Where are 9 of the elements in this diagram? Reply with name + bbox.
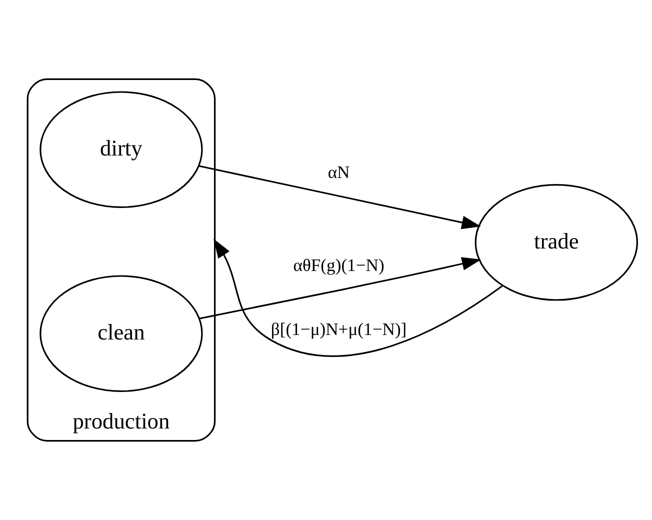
node-ellipse: trade [474, 184, 638, 301]
arrow [213, 238, 503, 357]
edge-label: β[(1−μ)N+μ(1−N)] [270, 318, 407, 339]
edge-label: αN [328, 162, 350, 182]
edge-label: αθF(g)(1−N) [293, 254, 384, 275]
arrow [198, 165, 481, 230]
node-ellipse: clean [40, 275, 203, 392]
node-ellipse: dirty [40, 91, 203, 208]
arrow [199, 257, 482, 320]
